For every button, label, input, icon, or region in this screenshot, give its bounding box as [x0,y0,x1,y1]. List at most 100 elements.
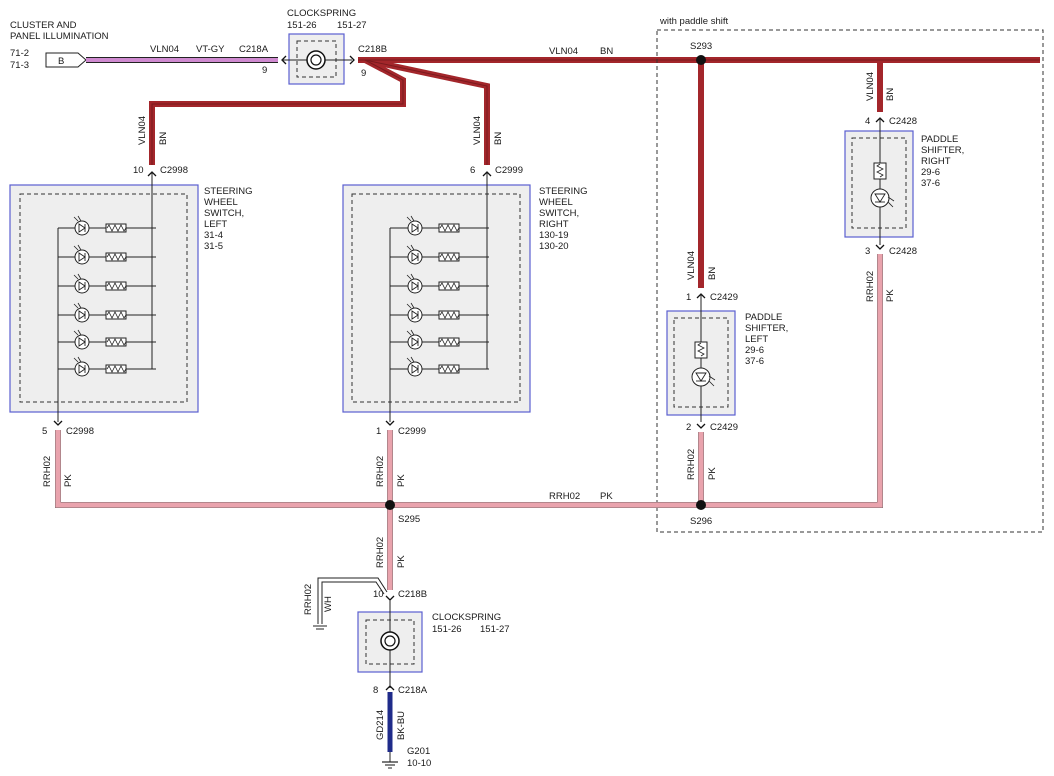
wire-paddle-left-bn-circuit: VLN04 [686,251,697,280]
wire-paddle-right-bn-color: BN [885,88,896,101]
ground-ref: 10-10 [407,758,431,769]
sw-right-label-4: RIGHT [539,219,569,230]
wire-gd214-color: BK-BU [396,711,407,740]
c218a-top-pin: 9 [262,65,267,76]
paddle-right-label-1: PADDLE [921,134,958,145]
paddle-shifter-left: 1 C2429 PADDLE SHIFTER, LEFT 29-6 37-6 2… [666,292,788,433]
c2428-top-pin: 4 [865,116,870,127]
wire-right-bn-circuit: VLN04 [472,116,483,145]
c2998-top-name: C2998 [160,165,188,176]
cluster-connector [45,52,87,68]
c2998-bot-pin: 5 [42,426,47,437]
steering-wheel-switch-left: 10 C2998 STEERING WHEEL SWITCH, LEFT 31-… [9,165,253,437]
c218b-bot-name: C218B [398,589,427,600]
paddle-left-label-1: PADDLE [745,312,782,323]
ground-name: G201 [407,746,430,757]
c2429-bot-pin: 2 [686,422,691,433]
c218a-top-name: C218A [239,44,269,55]
c2428-bot-name: C2428 [889,246,917,257]
wire-rrh02-wh [313,577,388,630]
paddle-left-ref-1: 29-6 [745,345,764,356]
c218b-bot-chevron-icon [385,595,395,601]
sw-left-label-3: SWITCH, [204,208,244,219]
paddle-right-box [844,130,914,238]
clockspring-top: CLOCKSPRING 151-26 151-27 [282,8,367,85]
wire-paddle-right-bn-circuit: VLN04 [865,72,876,101]
c2429-bot-chevron-icon [696,423,706,429]
c2999-top-pin: 6 [470,165,475,176]
c2429-top-pin: 1 [686,292,691,303]
c218b-top-pin: 9 [361,68,366,79]
paddle-left-label-2: SHIFTER, [745,323,788,334]
wire-right-pk-circuit: RRH02 [375,456,386,487]
sw-right-box [342,184,531,413]
cluster-title-2: PANEL ILLUMINATION [10,31,109,42]
wire-vln04-bn-circuit: VLN04 [549,46,578,57]
sw-left-ref-2: 31-5 [204,241,223,252]
wire-lower-pk-color: PK [396,555,407,568]
cluster-ref-1: 71-2 [10,48,29,59]
paddle-right-ref-1: 29-6 [921,167,940,178]
wire-paddle-right-pk-color: PK [885,289,896,302]
clockspring-top-ref-2: 151-27 [337,20,367,31]
c218b-bot-pin: 10 [373,589,384,600]
splice-s293-label: S293 [690,41,712,52]
splice-s295 [385,500,395,510]
wire-left-pk-circuit: RRH02 [42,456,53,487]
sw-left-label-2: WHEEL [204,197,238,208]
paddle-shift-region-label: with paddle shift [659,16,728,27]
paddle-shifter-right: 4 C2428 PADDLE SHIFTER, RIGHT 29-6 37-6 … [844,116,964,257]
wire-gd214-circuit: GD214 [375,710,386,740]
c2998-top-pin: 10 [133,165,144,176]
wire-wh-circuit: RRH02 [303,584,314,615]
wire-paddle-left-bn-color: BN [707,267,718,280]
paddle-right-label-2: SHIFTER, [921,145,964,156]
wire-paddle-left-pk-circuit: RRH02 [686,449,697,480]
c2428-bot-chevron-icon [875,244,885,250]
wire-left-bn-color: BN [158,132,169,145]
ground-g201: G201 10-10 [382,746,431,769]
wire-left-bn-circuit: VLN04 [137,116,148,145]
paddle-right-label-3: RIGHT [921,156,951,167]
wire-paddle-left-pk-color: PK [707,467,718,480]
c2999-top-name: C2999 [495,165,523,176]
wire-right-bn-color: BN [493,132,504,145]
splice-s293 [696,55,706,65]
wire-pk-horizontal-color: PK [600,491,613,502]
clockspring-bottom: CLOCKSPRING 151-26 151-27 [357,600,510,688]
paddle-shift-region [656,29,1044,533]
c2999-bot-name: C2999 [398,426,426,437]
wire-pk-horizontal-circuit: RRH02 [549,491,580,502]
wire-vln04-bn-color: BN [600,46,613,57]
paddle-right-ref-2: 37-6 [921,178,940,189]
sw-left-label-4: LEFT [204,219,227,230]
sw-right-ref-2: 130-20 [539,241,569,252]
c2428-top-name: C2428 [889,116,917,127]
sw-right-label-1: STEERING [539,186,588,197]
c2429-bot-name: C2429 [710,422,738,433]
splice-s296 [696,500,706,510]
splice-s296-label: S296 [690,516,712,527]
cluster-title-1: CLUSTER AND [10,20,77,31]
c2999-bot-pin: 1 [376,426,381,437]
wire-vln04-vtgy-color: VT-GY [196,44,225,55]
sw-left-box [9,184,199,413]
clockspring-bottom-ref-2: 151-27 [480,624,510,635]
cluster-panel-illumination: CLUSTER AND PANEL ILLUMINATION 71-2 71-3… [10,20,109,71]
paddle-left-ref-2: 37-6 [745,356,764,367]
sw-left-ref-1: 31-4 [204,230,223,241]
cluster-ref-2: 71-3 [10,60,29,71]
sw-right-label-2: WHEEL [539,197,573,208]
sw-right-label-3: SWITCH, [539,208,579,219]
clockspring-top-ref-1: 151-26 [287,20,317,31]
c218a-bot-name: C218A [398,685,428,696]
c218b-top-name: C218B [358,44,387,55]
wire-left-pk-color: PK [63,474,74,487]
clockspring-top-title: CLOCKSPRING [287,8,356,19]
sw-left-label-1: STEERING [204,186,253,197]
wire-vln04-vtgy-circuit: VLN04 [150,44,179,55]
c2429-top-name: C2429 [710,292,738,303]
clockspring-bottom-title: CLOCKSPRING [432,612,501,623]
c2998-bot-name: C2998 [66,426,94,437]
